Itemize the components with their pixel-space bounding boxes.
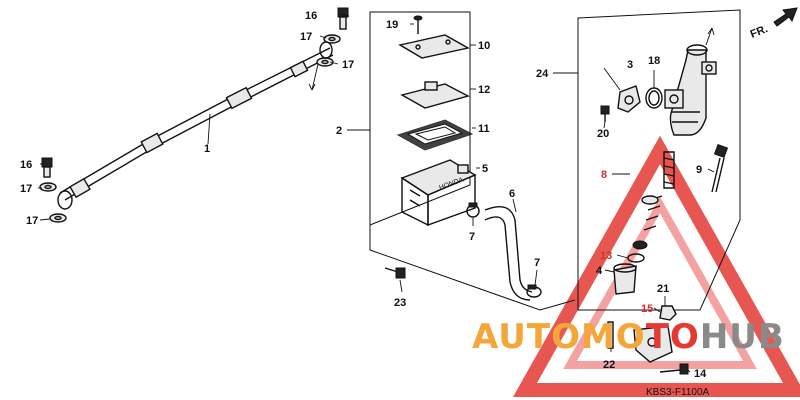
bolt-16-lower — [41, 157, 53, 178]
callout-5: 5 — [482, 163, 488, 175]
callout-1: 1 — [204, 143, 210, 155]
bolt-9 — [711, 143, 729, 193]
diaphragm — [396, 119, 474, 151]
callout-19: 19 — [386, 19, 398, 31]
hose-clip-upper — [466, 202, 480, 218]
reservoir-group-frame — [369, 11, 471, 226]
callout-23: 23 — [394, 297, 406, 309]
callout-17-upper-b: 17 — [342, 59, 354, 71]
bolt-16-upper — [337, 7, 349, 30]
watermark-text: AUTOMOTOHUB — [472, 317, 785, 357]
reservoir-hose — [484, 206, 533, 301]
callout-12: 12 — [478, 84, 490, 96]
callout-15: 15 — [641, 303, 653, 315]
front-arrow-icon — [773, 7, 798, 27]
callout-18: 18 — [648, 55, 660, 67]
front-direction-label: FR. — [749, 23, 770, 41]
bolt-14 — [659, 363, 689, 375]
bolt-23 — [384, 267, 406, 279]
o-ring-18 — [645, 87, 663, 109]
screw-19 — [413, 15, 423, 34]
callout-24: 24 — [536, 68, 549, 80]
callout-22: 22 — [603, 359, 615, 371]
master-cylinder-body — [664, 27, 717, 136]
callout-17-lower-b: 17 — [26, 215, 38, 227]
leader-lines — [38, 13, 715, 373]
callout-labels: 1 16 17 17 16 17 17 2 19 10 12 11 5 7 6 … — [20, 10, 707, 380]
lower-bracket — [633, 325, 673, 363]
watermark-suffix: HUB — [700, 317, 785, 357]
callout-11: 11 — [478, 123, 490, 135]
brake-hose — [57, 41, 334, 210]
boot-4 — [613, 263, 637, 295]
pin-22 — [607, 321, 614, 349]
reservoir-body: HONDA — [400, 159, 477, 227]
reservoir-cap — [398, 34, 470, 59]
callout-17-lower-a: 17 — [20, 183, 32, 195]
callout-3: 3 — [627, 59, 633, 71]
callout-17-upper-a: 17 — [300, 31, 312, 43]
watermark-mid: TO — [646, 317, 700, 357]
callout-7-upper: 7 — [469, 231, 475, 243]
watermark-prefix: AUTOMO — [472, 317, 646, 357]
callout-14: 14 — [694, 368, 707, 380]
callout-16-lower: 16 — [20, 159, 32, 171]
callout-6: 6 — [509, 188, 515, 200]
callout-10: 10 — [478, 40, 490, 52]
callout-13: 13 — [600, 250, 612, 262]
callout-8: 8 — [601, 169, 607, 181]
drawing-code: KBS3-F1100A — [646, 387, 710, 398]
washer-17-upper-b — [316, 57, 334, 67]
svg-text:AUTOMOTOHUB: AUTOMOTOHUB — [472, 317, 785, 357]
front-direction-indicator: FR. — [749, 7, 798, 41]
callout-9: 9 — [696, 164, 702, 176]
washer-17-upper-a — [323, 34, 341, 44]
callout-4: 4 — [596, 265, 603, 277]
joint-3 — [603, 67, 641, 113]
callout-16-upper: 16 — [305, 10, 317, 22]
callout-21: 21 — [657, 283, 669, 295]
nut-15 — [659, 305, 677, 321]
master-cylinder-frame — [577, 9, 741, 311]
screw-20 — [600, 105, 610, 122]
callout-20: 20 — [597, 128, 609, 140]
washer-17-lower-b — [49, 213, 67, 223]
hose-clip-lower — [526, 284, 542, 298]
washer-17-lower-a — [39, 182, 57, 192]
diaphragm-plate — [400, 81, 470, 109]
piston-set — [632, 151, 675, 250]
callout-7-lower: 7 — [534, 257, 540, 269]
callout-2: 2 — [336, 125, 342, 137]
